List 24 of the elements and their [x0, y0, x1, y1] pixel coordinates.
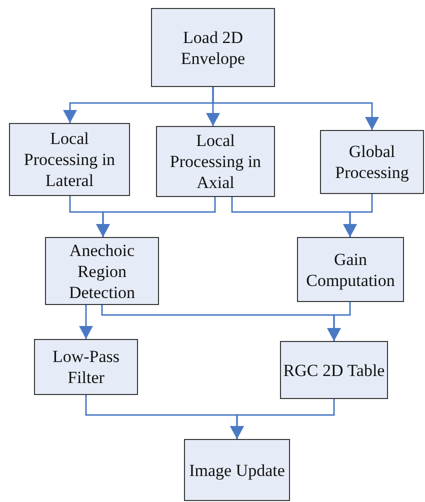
box-label: Global Processing	[334, 141, 410, 183]
box-label: RGC 2D Table	[282, 360, 386, 380]
arrow	[343, 194, 373, 237]
arrow	[230, 399, 335, 439]
box-label: Local Processing in Lateral	[22, 128, 116, 191]
box-label: Low-Pass Filter	[51, 346, 121, 388]
process-box	[297, 237, 404, 302]
arrow	[327, 302, 351, 341]
process-box	[9, 123, 130, 196]
arrow	[212, 87, 379, 130]
process-box	[280, 341, 388, 399]
process-box	[45, 237, 159, 305]
process-box	[151, 8, 275, 87]
box-label: Anechoic Region Detection	[68, 240, 136, 302]
box-label: Local Processing in Axial	[168, 130, 262, 193]
arrow	[96, 197, 216, 237]
process-box	[320, 130, 424, 194]
process-box	[184, 439, 290, 501]
process-box	[34, 339, 138, 395]
process-box	[156, 126, 275, 197]
arrow	[79, 305, 93, 339]
box-label: Image Update	[188, 460, 286, 480]
box-label: Load 2D Envelope	[180, 26, 246, 68]
box-label: Gain Computation	[305, 248, 396, 290]
